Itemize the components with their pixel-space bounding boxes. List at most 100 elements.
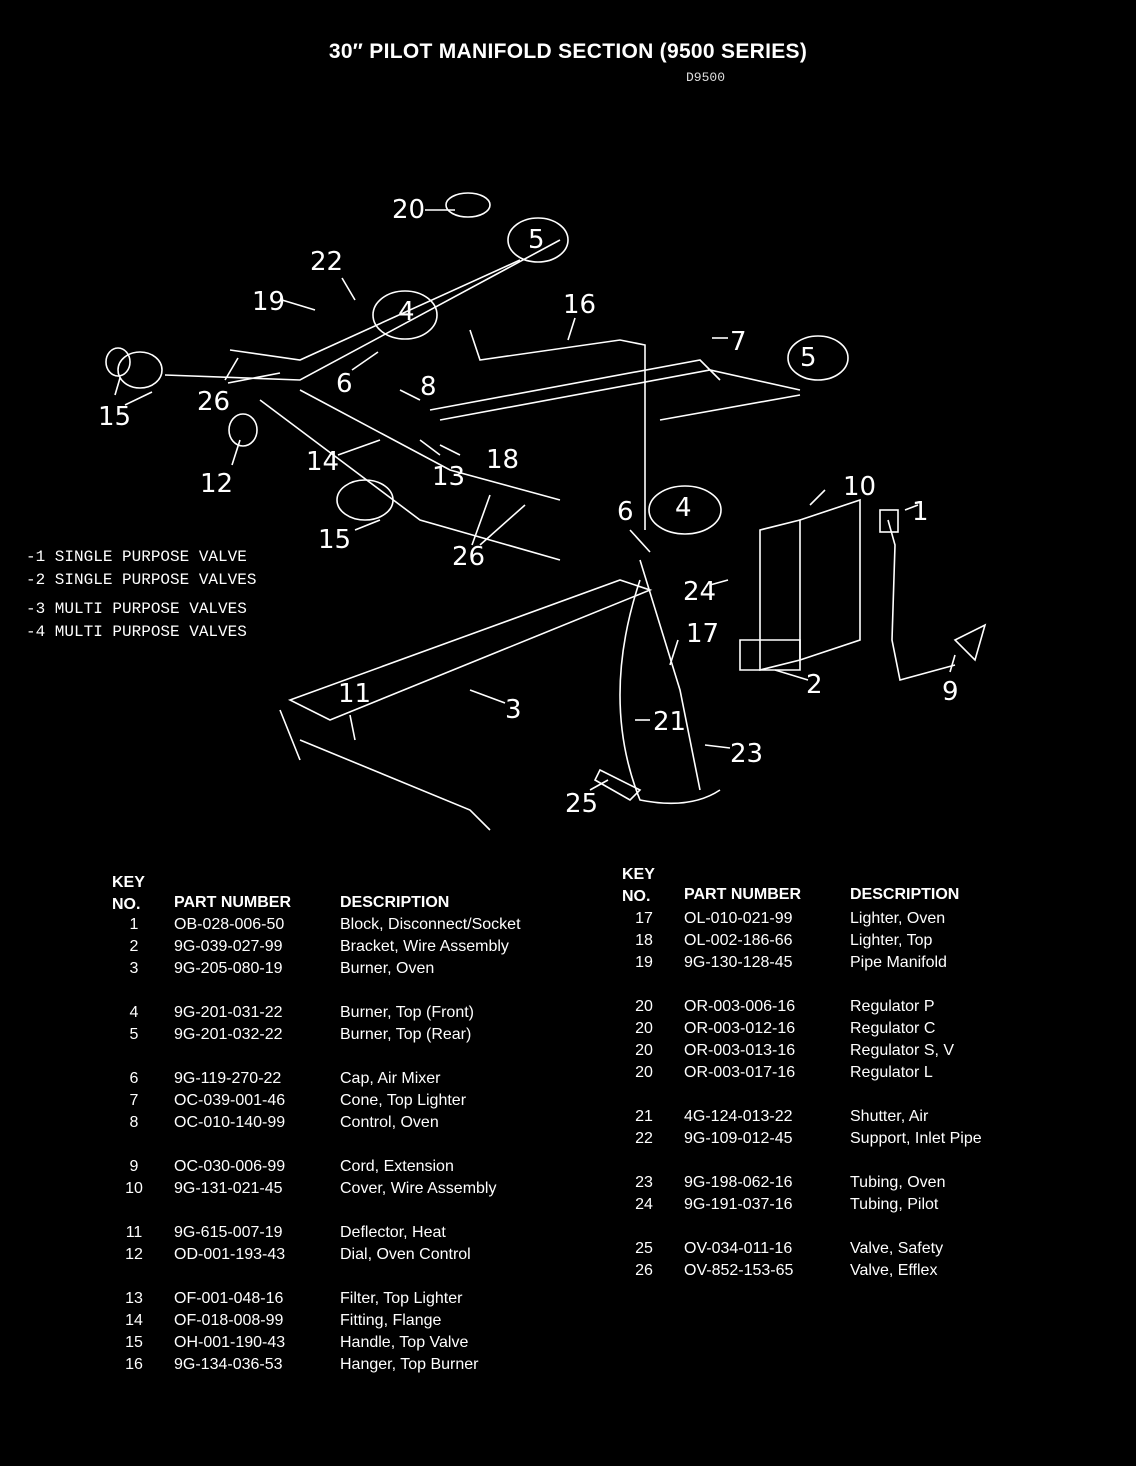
part-number: OC-039-001-46: [174, 1092, 286, 1109]
part-description: Lighter, Oven: [850, 910, 946, 927]
callout-number: 2: [806, 670, 823, 700]
callout-number: 5: [800, 343, 817, 373]
part-description: Regulator C: [850, 1020, 936, 1037]
part-description: Handle, Top Valve: [340, 1334, 469, 1351]
key-number: 3: [129, 960, 139, 977]
callout-number: 3: [505, 695, 522, 725]
callout-number: 13: [432, 462, 465, 492]
callout-number: 11: [338, 679, 371, 709]
legend-item: -2 SINGLE PURPOSE VALVES: [26, 571, 257, 589]
part-description: Support, Inlet Pipe: [850, 1130, 982, 1147]
callout-number: 4: [398, 297, 415, 327]
part-description: Block, Disconnect/Socket: [340, 916, 521, 933]
part-description: Tubing, Oven: [850, 1174, 946, 1191]
key-number: 21: [635, 1108, 653, 1125]
part-description: Bracket, Wire Assembly: [340, 938, 509, 955]
part-description: Control, Oven: [340, 1114, 439, 1131]
part-number: 9G-119-270-22: [174, 1070, 282, 1087]
key-number: 20: [635, 998, 653, 1015]
page-title: 30″ PILOT MANIFOLD SECTION (9500 SERIES): [328, 40, 808, 63]
part-number: 9G-109-012-45: [684, 1130, 793, 1147]
part-description: Burner, Oven: [340, 960, 435, 977]
callout-number: 1: [912, 497, 929, 527]
part-number: 9G-615-007-19: [174, 1224, 283, 1241]
part-description: Hanger, Top Burner: [340, 1356, 479, 1373]
part-number: OB-028-006-50: [174, 916, 285, 933]
col-header-key: KEY: [622, 866, 655, 883]
callout-number: 10: [843, 472, 876, 502]
col-header-part: PART NUMBER: [174, 894, 292, 911]
legend-item: -4 MULTI PURPOSE VALVES: [26, 623, 247, 641]
part-description: Cover, Wire Assembly: [340, 1180, 497, 1197]
key-number: 1: [129, 916, 139, 933]
part-description: Lighter, Top: [850, 932, 933, 949]
key-number: 24: [635, 1196, 653, 1213]
callout-number: 15: [318, 525, 351, 555]
part-description: Regulator L: [850, 1064, 933, 1081]
col-header-no: NO.: [622, 888, 651, 905]
part-number: OF-001-048-16: [174, 1290, 284, 1307]
callout-number: 17: [686, 619, 719, 649]
callout-number: 22: [310, 247, 343, 277]
key-number: 23: [635, 1174, 653, 1191]
key-number: 20: [635, 1020, 653, 1037]
part-number: 9G-191-037-16: [684, 1196, 793, 1213]
callout-number: 26: [197, 387, 230, 417]
key-number: 15: [125, 1334, 143, 1351]
col-header-key: KEY: [112, 874, 145, 891]
key-number: 14: [125, 1312, 143, 1329]
part-description: Deflector, Heat: [340, 1224, 446, 1241]
callout-number: 26: [452, 542, 485, 572]
part-number: OR-003-012-16: [684, 1020, 796, 1037]
part-description: Burner, Top (Rear): [340, 1026, 472, 1043]
key-number: 20: [635, 1042, 653, 1059]
part-description: Fitting, Flange: [340, 1312, 442, 1329]
part-number: 9G-198-062-16: [684, 1174, 793, 1191]
part-description: Burner, Top (Front): [340, 1004, 474, 1021]
valve-legend: -1 SINGLE PURPOSE VALVE -2 SINGLE PURPOS…: [26, 546, 256, 644]
drawing-code: D9500: [686, 70, 726, 85]
part-description: Dial, Oven Control: [340, 1246, 471, 1263]
col-header-desc: DESCRIPTION: [340, 894, 450, 911]
part-number: OV-852-153-65: [684, 1262, 794, 1279]
callout-number: 21: [653, 707, 686, 737]
part-description: Cone, Top Lighter: [340, 1092, 467, 1109]
key-number: 4: [129, 1004, 139, 1021]
key-number: 9: [129, 1158, 139, 1175]
part-description: Regulator S, V: [850, 1042, 955, 1059]
key-number: 11: [125, 1224, 143, 1241]
callout-number: 23: [730, 739, 763, 769]
part-number: 9G-201-032-22: [174, 1026, 283, 1043]
callout-number: 12: [200, 469, 233, 499]
callout-number: 5: [528, 225, 545, 255]
part-number: 9G-039-027-99: [174, 938, 283, 955]
part-number: OR-003-017-16: [684, 1064, 796, 1081]
callout-number: 14: [306, 447, 339, 477]
key-number: 5: [129, 1026, 139, 1043]
part-number: 9G-134-036-53: [174, 1356, 283, 1373]
part-number: 9G-131-021-45: [174, 1180, 283, 1197]
col-header-desc: DESCRIPTION: [850, 886, 960, 903]
part-number: OR-003-006-16: [684, 998, 796, 1015]
part-number: 9G-201-031-22: [174, 1004, 283, 1021]
part-description: Tubing, Pilot: [850, 1196, 939, 1213]
callout-number: 6: [617, 497, 634, 527]
key-number: 25: [635, 1240, 653, 1257]
callout-number: 20: [392, 195, 425, 225]
part-description: Cap, Air Mixer: [340, 1070, 441, 1087]
key-number: 17: [635, 910, 653, 927]
part-description: Regulator P: [850, 998, 935, 1015]
part-number: OV-034-011-16: [684, 1240, 793, 1257]
callout-number: 9: [942, 677, 959, 707]
part-description: Cord, Extension: [340, 1158, 454, 1175]
part-number: OL-002-186-66: [684, 932, 793, 949]
key-number: 13: [125, 1290, 143, 1307]
key-number: 12: [125, 1246, 143, 1263]
part-number: OL-010-021-99: [684, 910, 793, 927]
key-number: 16: [125, 1356, 143, 1373]
callout-number: 18: [486, 445, 519, 475]
callout-number: 19: [252, 287, 285, 317]
key-number: 19: [635, 954, 653, 971]
part-description: Filter, Top Lighter: [340, 1290, 463, 1307]
